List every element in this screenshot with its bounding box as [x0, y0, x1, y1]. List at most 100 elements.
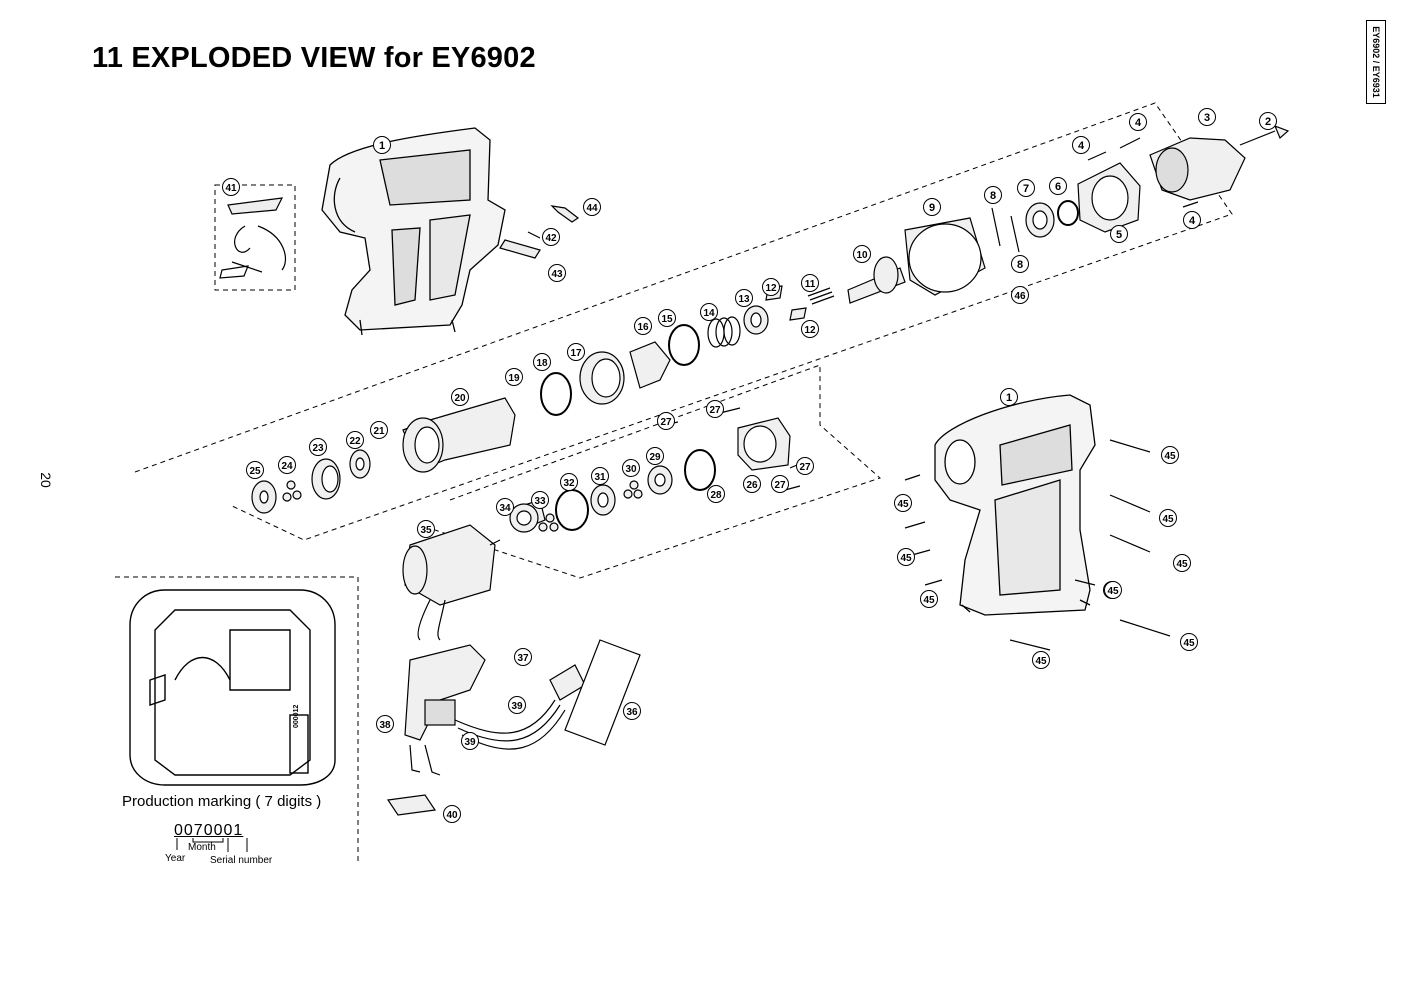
callout-number: 7: [1023, 183, 1029, 195]
callout-number: 45: [1162, 514, 1174, 525]
callout-number: 27: [799, 462, 811, 473]
callout-number: 24: [281, 461, 293, 472]
part-callout-p45j: 45: [1104, 581, 1122, 599]
callout-circle: [1161, 446, 1179, 464]
small-parts-41-44: [219, 197, 580, 279]
callout-number: 5: [1116, 229, 1122, 241]
page-title: 11 EXPLODED VIEW for EY6902: [92, 42, 536, 74]
part-callout-p44: 44: [583, 198, 601, 216]
callout-number: 36: [626, 707, 638, 718]
callout-circle: [623, 702, 641, 720]
part-callout-p8b: 8: [1011, 255, 1029, 273]
callout-number: 11: [805, 279, 816, 290]
callout-number: 1: [1006, 392, 1012, 404]
part-callout-p35: 35: [417, 520, 435, 538]
callout-circle: [542, 228, 560, 246]
callout-number: 45: [1107, 586, 1119, 597]
part-callout-p15: 15: [658, 309, 676, 327]
callout-number: 39: [511, 701, 523, 712]
screws-45-drawing: [904, 439, 1171, 651]
part-callout-p10: 10: [853, 245, 871, 263]
production-marking-example: 0070001: [174, 822, 244, 839]
callout-circle: [984, 186, 1002, 204]
callout-number: 20: [454, 393, 466, 404]
part-callout-p12b: 12: [801, 320, 819, 338]
part-callout-p1b: 1: [1000, 388, 1018, 406]
callout-number: 45: [923, 595, 935, 606]
production-serial-label: Serial number: [210, 855, 273, 866]
callout-number: 16: [637, 322, 649, 333]
part-callout-p9: 9: [923, 198, 941, 216]
part-callout-p23: 23: [309, 438, 327, 456]
part-callout-p45c: 45: [1173, 554, 1191, 572]
callout-number: 31: [594, 472, 606, 483]
callout-circle: [894, 494, 912, 512]
callout-circle: [505, 368, 523, 386]
part-callout-p3: 3: [1198, 108, 1216, 126]
part-callout-p12a: 12: [762, 278, 780, 296]
callout-circle: [923, 198, 941, 216]
production-marking-label: Production marking ( 7 digits ): [122, 793, 322, 810]
callout-circle: [278, 456, 296, 474]
part-callout-p27c: 27: [796, 457, 814, 475]
callout-circle: [1011, 286, 1029, 304]
part-callout-p45f: 45: [1032, 651, 1050, 669]
callout-number: 8: [990, 190, 996, 202]
callout-circle: [514, 648, 532, 666]
callout-number: 4: [1135, 117, 1142, 129]
callout-number: 12: [765, 283, 777, 294]
production-year-label: Year: [165, 853, 186, 864]
callout-number: 41: [225, 183, 237, 194]
part-callout-p34: 34: [496, 498, 514, 516]
callout-number: 32: [563, 478, 575, 489]
callout-circle: [1017, 179, 1035, 197]
callout-number: 17: [570, 348, 582, 359]
callout-number: 38: [379, 720, 391, 731]
callout-number: 30: [625, 464, 637, 475]
battery-plate-drawing: [129, 589, 336, 786]
callout-circle: [373, 136, 391, 154]
callout-circle: [591, 467, 609, 485]
part-callout-p36: 36: [623, 702, 641, 720]
callout-circle: [222, 178, 240, 196]
callout-circle: [567, 343, 585, 361]
battery-plate-code: 000012: [293, 704, 300, 728]
part-callout-p24: 24: [278, 456, 296, 474]
part-callout-p45a: 45: [1161, 446, 1179, 464]
part-callout-p29: 29: [646, 447, 664, 465]
callout-number: 39: [464, 737, 476, 748]
part-callout-p19: 19: [505, 368, 523, 386]
callout-number: 21: [373, 426, 385, 437]
part-callout-p38: 38: [376, 715, 394, 733]
callout-number: 45: [1176, 559, 1188, 570]
callout-number: 34: [499, 503, 511, 514]
callout-number: 3: [1204, 112, 1210, 124]
callout-number: 19: [508, 373, 520, 384]
callout-number: 15: [661, 314, 673, 325]
part-callout-p40: 40: [443, 805, 461, 823]
callout-circle: [700, 303, 718, 321]
part-callout-p28: 28: [707, 485, 725, 503]
part-callout-p32: 32: [560, 473, 578, 491]
part-callout-p39a: 39: [508, 696, 526, 714]
part-callout-p22: 22: [346, 431, 364, 449]
callout-number: 45: [897, 499, 909, 510]
part-callout-p4a: 4: [1129, 113, 1147, 131]
callout-circle: [1110, 225, 1128, 243]
part-callout-p2: 2: [1259, 112, 1277, 130]
callout-number: 23: [312, 443, 324, 454]
callout-circle: [1198, 108, 1216, 126]
callout-number: 18: [536, 358, 548, 369]
callout-circle: [451, 388, 469, 406]
part-callout-p21: 21: [370, 421, 388, 439]
part-callout-p13: 13: [735, 289, 753, 307]
callout-circle: [417, 520, 435, 538]
callout-circle: [1000, 388, 1018, 406]
part-callout-p42: 42: [542, 228, 560, 246]
callout-circle: [796, 457, 814, 475]
callout-circle: [1032, 651, 1050, 669]
callout-number: 44: [586, 203, 598, 214]
part-callout-p30: 30: [622, 459, 640, 477]
callout-circle: [897, 548, 915, 566]
